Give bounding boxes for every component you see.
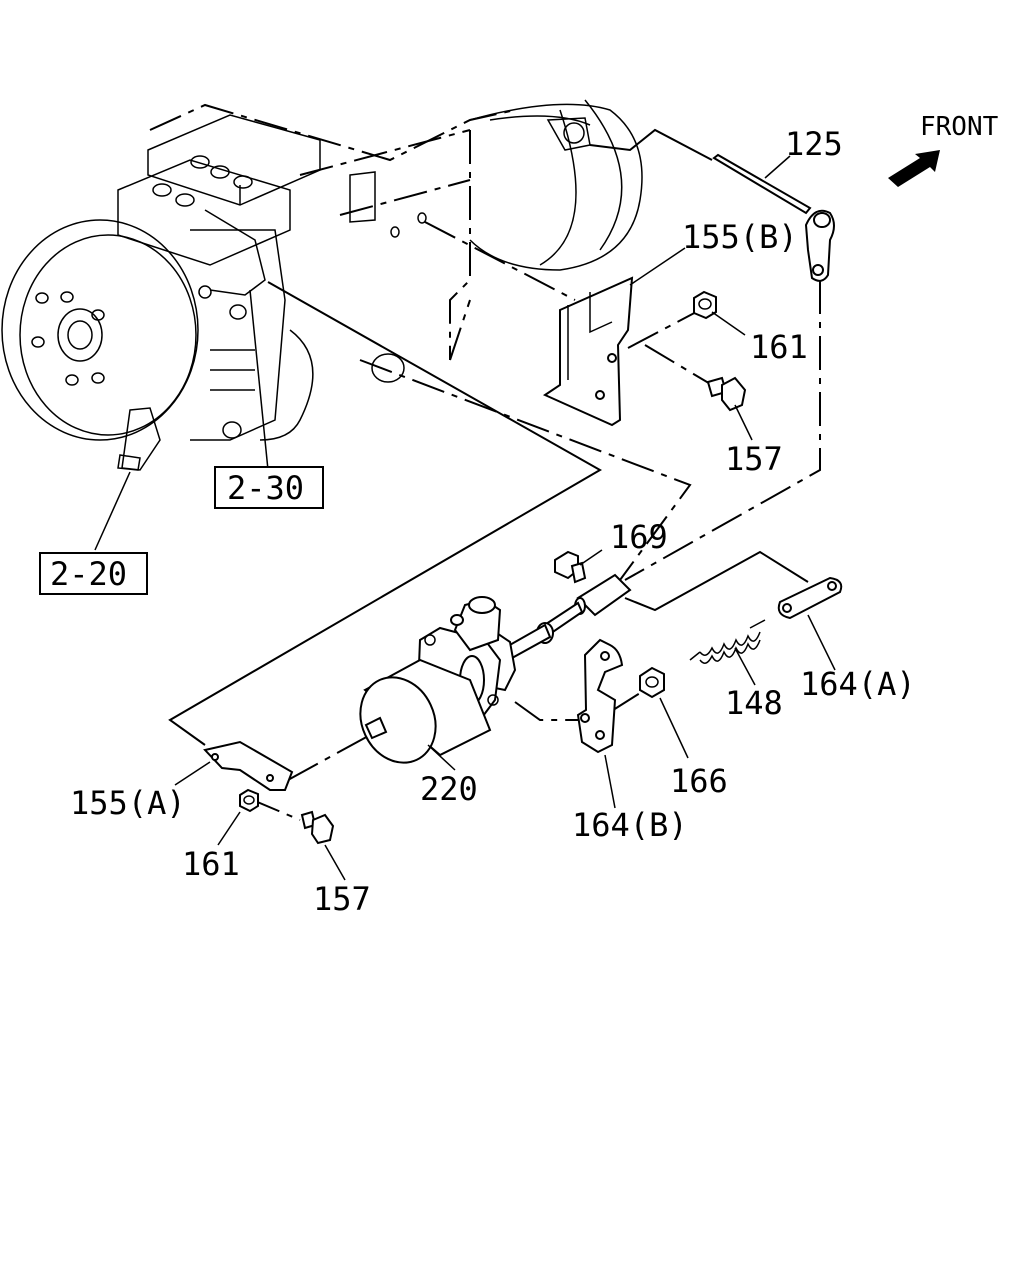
label-220: 220: [420, 770, 478, 808]
label-164b: 164(B): [572, 806, 688, 844]
spring-148: [689, 619, 766, 664]
ref-box-2-20: 2-20: [39, 552, 148, 595]
lever-164a: [777, 576, 843, 620]
nut-166: [639, 666, 665, 699]
rod-end: [536, 573, 632, 644]
label-125: 125: [785, 125, 843, 163]
ref-2-20-text: 2-20: [50, 555, 127, 593]
label-155a: 155(A): [70, 784, 186, 822]
bracket-155b: [542, 276, 634, 427]
rod-125: [712, 153, 835, 282]
front-label: FRONT: [920, 112, 999, 142]
label-169: 169: [610, 518, 668, 556]
label-161-top: 161: [750, 328, 808, 366]
bolt-157-bottom: [300, 810, 335, 845]
bracket-155a: [203, 740, 294, 791]
label-157-bottom: 157: [313, 880, 371, 918]
label-157-top: 157: [725, 440, 783, 478]
actuator-220: [359, 596, 552, 764]
label-148: 148: [725, 684, 783, 722]
label-155b: 155(B): [682, 218, 798, 256]
leader-lines: [94, 155, 836, 881]
bracket-164b: [576, 638, 624, 754]
pin-169: [554, 550, 587, 584]
nut-161-bottom: [239, 788, 259, 813]
nut-161-top: [693, 290, 717, 320]
connection-lines: [168, 128, 821, 821]
front-arrow-icon: [888, 150, 940, 187]
ref-2-30-text: 2-30: [227, 469, 304, 507]
label-164a: 164(A): [800, 665, 916, 703]
label-166: 166: [670, 762, 728, 800]
ref-box-2-30: 2-30: [214, 466, 324, 509]
engine-outline: [1, 99, 643, 471]
label-161-bottom: 161: [182, 845, 240, 883]
bolt-157-top: [706, 376, 747, 412]
